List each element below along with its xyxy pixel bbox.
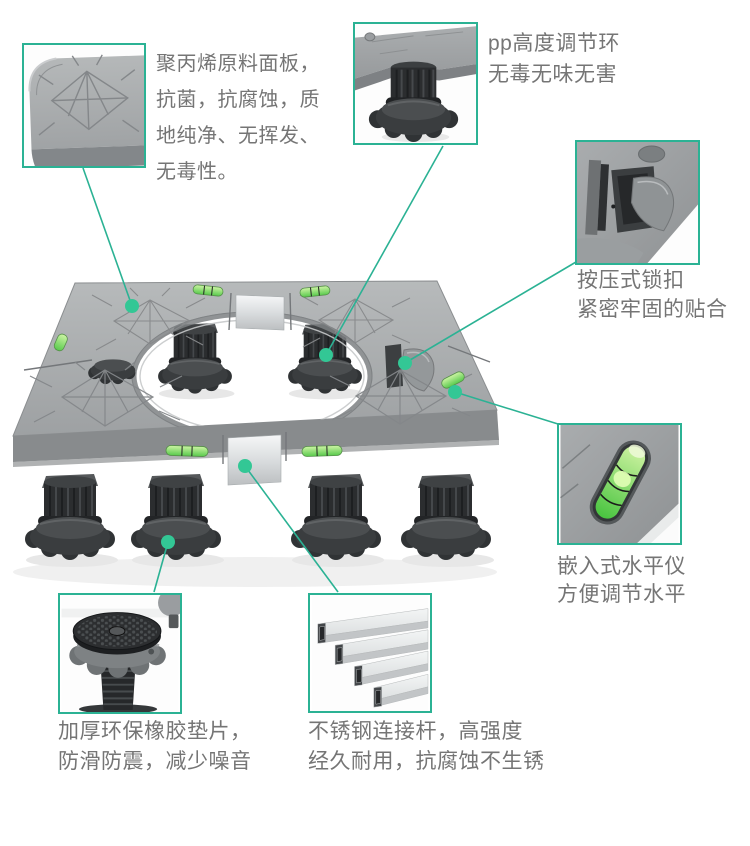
steel-rod-detail-image	[312, 595, 429, 711]
main-product-image	[12, 280, 499, 587]
label-panel-line1: 聚丙烯原料面板，	[156, 53, 320, 75]
label-pad-line2: 防滑防震，减少噪音	[58, 750, 252, 773]
label-panel: 聚丙烯原料面板， 抗菌，抗腐蚀，质 地纯净、无挥发、 无毒性。	[156, 46, 320, 190]
label-pad-line1: 加厚环保橡胶垫片，	[58, 720, 252, 743]
front-foot-2	[130, 473, 225, 568]
label-foot-line1: pp高度调节环	[488, 32, 620, 55]
label-rods-line1: 不锈钢连接杆，高强度	[308, 720, 523, 743]
callout-box-latch	[575, 140, 700, 265]
panel-corner-detail-image	[24, 45, 144, 166]
diamond-engraving-front-left	[29, 361, 183, 427]
label-level-line2: 方便调节水平	[557, 583, 686, 606]
label-level-line1: 嵌入式水平仪	[557, 555, 686, 578]
front-foot-4	[400, 473, 495, 568]
label-rods-line2: 经久耐用，抗腐蚀不生锈	[308, 750, 545, 773]
front-side-face	[13, 410, 499, 462]
label-panel-line4: 无毒性。	[156, 161, 238, 183]
callout-box-foot	[353, 22, 478, 145]
press-lock-detail-image	[577, 142, 698, 263]
callout-box-pad	[58, 593, 182, 714]
callout-box-level	[557, 423, 682, 545]
label-panel-line3: 地纯净、无挥发、	[156, 125, 320, 147]
front-foot-1	[24, 473, 119, 568]
label-latch: 按压式锁扣 紧密牢固的贴合	[577, 266, 728, 324]
back-foot-left	[157, 322, 236, 401]
label-rods: 不锈钢连接杆，高强度 经久耐用，抗腐蚀不生锈	[308, 717, 545, 777]
rubber-pad-detail-image	[61, 595, 180, 712]
front-foot-3	[290, 473, 385, 568]
callout-box-rods	[308, 593, 432, 713]
embedded-levels	[53, 284, 465, 457]
front-connecting-bar	[227, 434, 282, 486]
label-pad: 加厚环保橡胶垫片， 防滑防震，减少噪音	[58, 717, 252, 777]
spirit-level-detail-image	[560, 425, 679, 543]
label-level: 嵌入式水平仪 方便调节水平	[557, 553, 686, 609]
label-panel-line2: 抗菌，抗腐蚀，质	[156, 89, 320, 111]
label-latch-line2: 紧密牢固的贴合	[577, 298, 728, 321]
label-foot: pp高度调节环 无毒无味无害	[488, 28, 620, 90]
label-foot-line2: 无毒无味无害	[488, 63, 617, 86]
back-connecting-bar	[235, 294, 285, 331]
adjustable-foot-detail-image	[355, 24, 476, 143]
label-latch-line1: 按压式锁扣	[577, 269, 685, 292]
callout-box-panel	[22, 43, 146, 168]
